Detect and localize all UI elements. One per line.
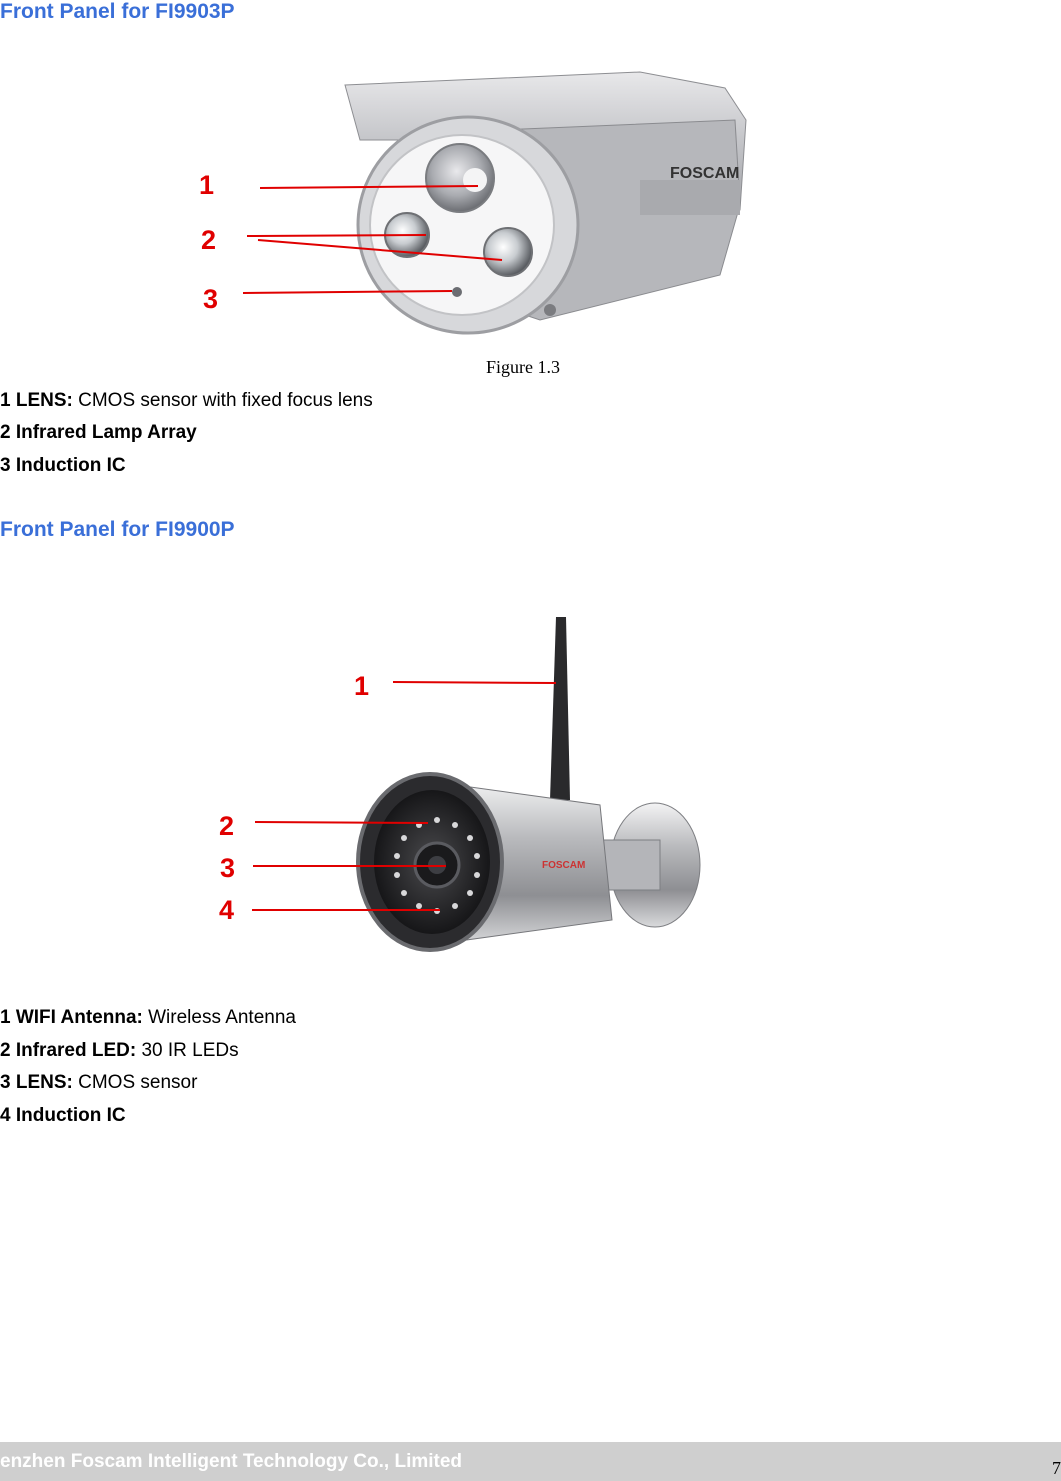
item-description: 3 Induction IC [0, 455, 126, 476]
figure-caption: Figure 1.3 [486, 357, 560, 377]
item-description: 1 LENS: CMOS sensor with fixed focus len… [0, 390, 373, 411]
item-description: 2 Infrared LED: 30 IR LEDs [0, 1040, 239, 1061]
brand-logo-1: FOSCAM [670, 165, 739, 182]
callout-number-4: 4 [219, 895, 235, 925]
item-description: 4 Induction IC [0, 1105, 126, 1126]
callout-number-2: 2 [219, 811, 235, 841]
callout-number-2: 2 [201, 225, 217, 255]
section1-heading: Front Panel for FI9903P [0, 0, 235, 23]
callout-number-3: 3 [220, 853, 236, 883]
callout-lines-1 [242, 185, 503, 294]
camera-fi9903p-image [344, 71, 747, 335]
item-description: 1 WIFI Antenna: Wireless Antenna [0, 1007, 296, 1028]
camera-fi9900p-image [356, 617, 701, 952]
callout-lines-2 [252, 681, 557, 911]
item-description: 2 Infrared Lamp Array [0, 422, 197, 443]
page-number: 7 [1052, 1458, 1061, 1478]
callout-number-3: 3 [203, 284, 219, 314]
footer-bar: enzhen Foscam Intelligent Technology Co.… [0, 1442, 1061, 1481]
callout-number-1: 1 [199, 170, 215, 200]
callout-number-1: 1 [354, 671, 370, 701]
footer-company: enzhen Foscam Intelligent Technology Co.… [0, 1451, 463, 1472]
brand-logo-2: FOSCAM [542, 860, 585, 871]
section2-heading: Front Panel for FI9900P [0, 518, 235, 541]
item-description: 3 LENS: CMOS sensor [0, 1072, 198, 1093]
